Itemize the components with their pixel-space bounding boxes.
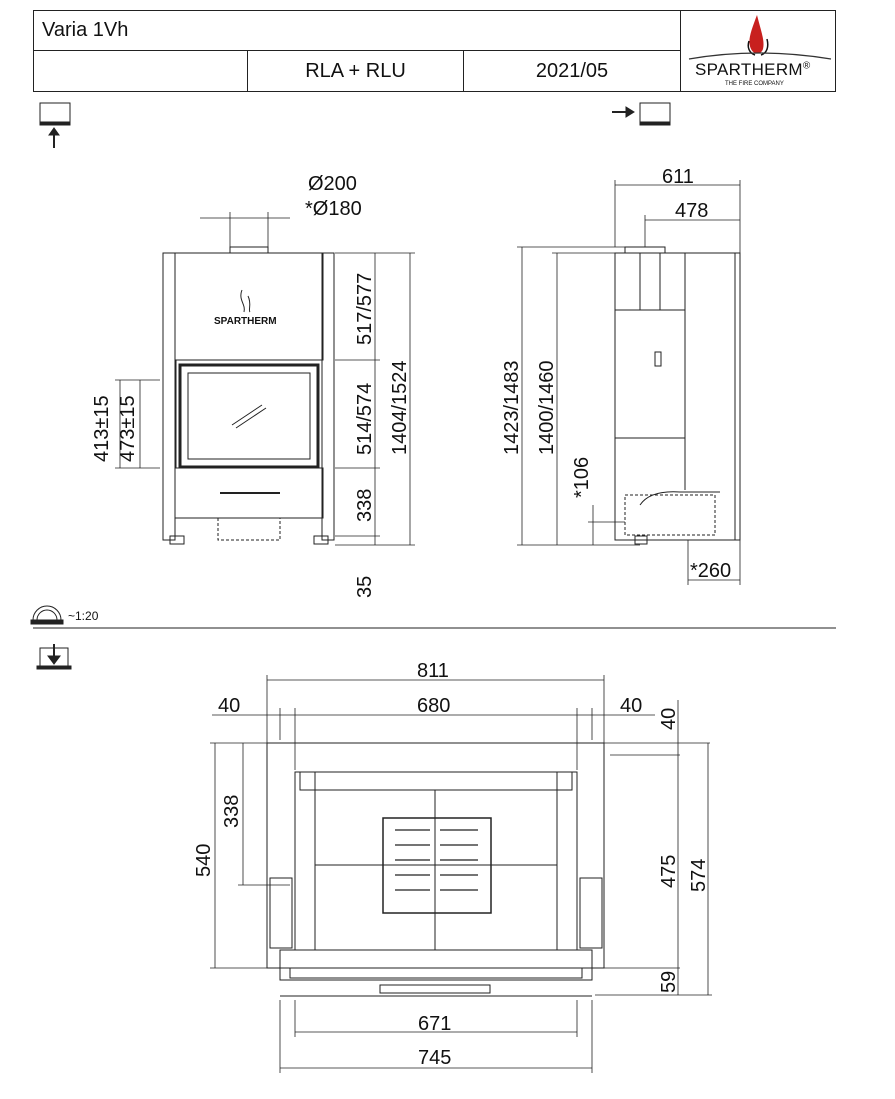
flame-icon bbox=[688, 15, 832, 60]
dim-left-2: 473±15 bbox=[117, 395, 139, 462]
top-dimension-lines bbox=[210, 675, 712, 1073]
dim-depth-total-right: 574 bbox=[688, 859, 710, 892]
dim-depth-total: 611 bbox=[662, 166, 694, 188]
title-block: Varia 1Vh RLA + RLU 2021/05 SPARTHERM® T… bbox=[33, 10, 836, 92]
front-dimension-lines bbox=[115, 212, 415, 546]
stove-logo-text: SPARTHERM bbox=[214, 316, 277, 327]
dim-flue-diameter-alt: *Ø180 bbox=[305, 198, 362, 220]
scale-icon bbox=[30, 605, 64, 625]
dim-top-width-total: 811 bbox=[417, 660, 449, 682]
dim-top-width-inner: 680 bbox=[417, 695, 450, 717]
logo-tagline: THE FIRE COMPANY bbox=[725, 81, 784, 87]
logo-registered: ® bbox=[802, 60, 811, 72]
dim-left-margin: 40 bbox=[218, 695, 240, 717]
spartherm-logo: SPARTHERM® THE FIRE COMPANY bbox=[681, 11, 836, 92]
top-view bbox=[266, 742, 605, 997]
side-view-icon bbox=[612, 102, 671, 126]
side-dimension-lines bbox=[517, 180, 741, 585]
dim-feet-height: 35 bbox=[354, 576, 376, 598]
side-view bbox=[614, 246, 741, 545]
dim-hood-height: 517/577 bbox=[354, 273, 376, 345]
model-variant: RLA + RLU bbox=[248, 51, 464, 92]
dim-right-margin: 40 bbox=[620, 695, 642, 717]
front-view-icon bbox=[39, 102, 71, 148]
top-view-icon bbox=[36, 644, 72, 670]
dim-depth-body: 478 bbox=[675, 200, 708, 222]
dim-side-height-body: 1400/1460 bbox=[536, 360, 558, 455]
dim-front: 59 bbox=[658, 971, 680, 993]
dim-depth-inner-left: 338 bbox=[221, 795, 243, 828]
dim-left-1: 413±15 bbox=[91, 395, 113, 462]
dim-total-height: 1404/1524 bbox=[389, 360, 411, 455]
product-title: Varia 1Vh bbox=[34, 11, 681, 51]
dim-inlet-depth: *260 bbox=[690, 560, 731, 582]
dim-width-bottom: 671 bbox=[418, 1013, 451, 1035]
logo-brand: SPARTHERM bbox=[695, 60, 803, 79]
revision-date: 2021/05 bbox=[464, 51, 681, 92]
scale-label: ~1:20 bbox=[68, 609, 99, 623]
stove-logo-flame-icon bbox=[240, 289, 251, 313]
dim-depth-right: 475 bbox=[658, 855, 680, 888]
dim-width-bottom-total: 745 bbox=[418, 1047, 451, 1069]
dim-door-height: 514/574 bbox=[354, 383, 376, 455]
dim-top-margin: 40 bbox=[658, 708, 680, 730]
empty-cell bbox=[34, 51, 248, 92]
dim-inlet-height: *106 bbox=[571, 457, 593, 498]
dim-flue-diameter: Ø200 bbox=[308, 173, 357, 195]
dim-depth-left: 540 bbox=[193, 844, 215, 877]
dim-side-height-total: 1423/1483 bbox=[501, 360, 523, 455]
dim-base-height: 338 bbox=[354, 489, 376, 522]
front-view bbox=[162, 246, 335, 545]
